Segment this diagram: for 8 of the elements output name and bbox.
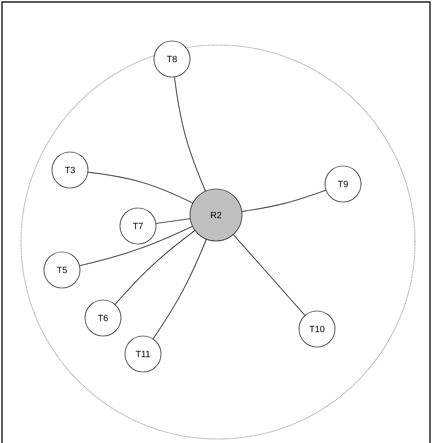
connector-line — [79, 226, 193, 266]
connector-line — [242, 190, 326, 212]
connector-line — [156, 218, 190, 224]
connector-line — [152, 239, 207, 340]
connector-line — [88, 172, 193, 204]
connector-line — [174, 76, 206, 192]
connector-line — [233, 234, 306, 316]
connector-line — [114, 230, 196, 305]
